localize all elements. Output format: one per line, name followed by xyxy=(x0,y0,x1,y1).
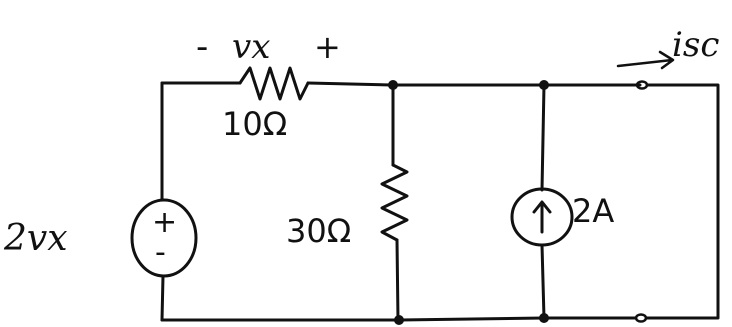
isc-arrow xyxy=(616,50,675,70)
junction-dot-bottom-1 xyxy=(394,315,404,325)
junction-dot-top-2 xyxy=(539,80,549,90)
resistor-30-ohm xyxy=(380,163,409,242)
wire-bottom xyxy=(160,316,638,322)
vx-label: vx xyxy=(232,27,270,67)
source-minus-sign: - xyxy=(155,235,166,270)
wire-cs-upper xyxy=(540,83,546,192)
vx-plus-sign: + xyxy=(314,28,341,66)
current-source-value: 2A xyxy=(572,192,614,230)
dependent-source-label: 2vx xyxy=(3,218,68,259)
resistor-10-ohm xyxy=(238,66,310,101)
junction-dot-top-1 xyxy=(388,80,398,90)
isc-label: isc xyxy=(672,25,719,65)
r1-value: 10Ω xyxy=(222,105,287,143)
r2-value: 30Ω xyxy=(286,212,351,250)
source-plus-sign: + xyxy=(152,205,177,240)
wire-30-lower xyxy=(395,238,400,322)
wire-left-lower xyxy=(160,274,165,322)
current-source-arrow xyxy=(532,200,552,234)
junction-dot-bottom-2 xyxy=(539,313,549,323)
wire-top-right xyxy=(306,81,642,87)
vx-minus-sign: - xyxy=(196,27,208,67)
wire-terminal-top-right xyxy=(644,83,720,320)
wire-cs-lower xyxy=(540,243,546,320)
